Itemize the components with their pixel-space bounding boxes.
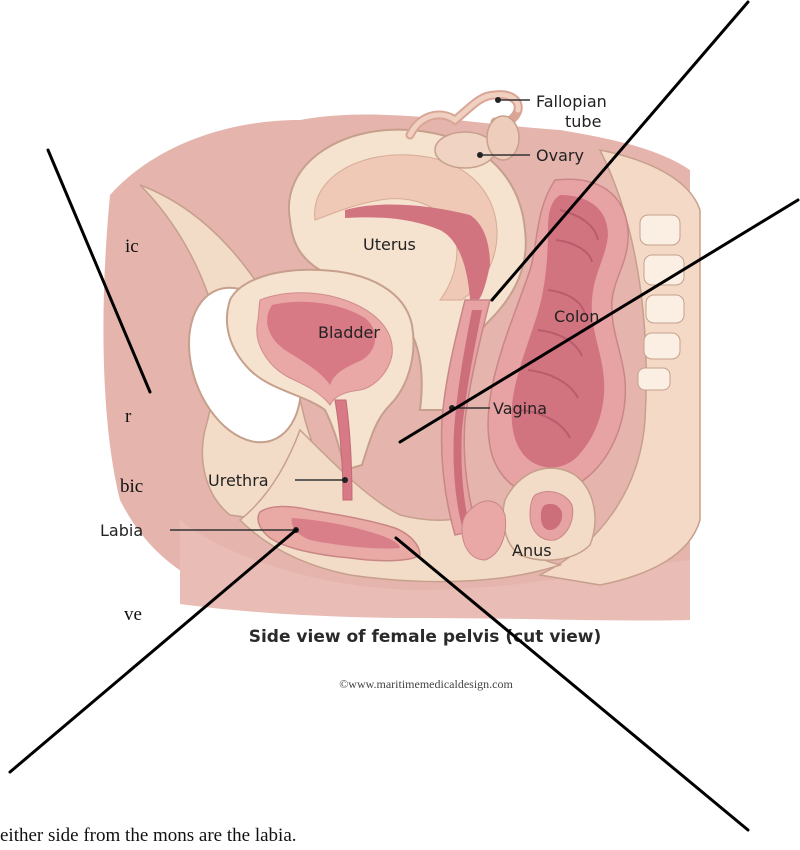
left-text-fragment-4: ve — [124, 604, 142, 625]
left-text-fragment-2: r — [125, 406, 132, 427]
bottom-caption: either side from the mons are the labia. — [0, 825, 297, 846]
label-labia: Labia — [100, 521, 143, 540]
label-urethra: Urethra — [208, 471, 269, 490]
label-anus: Anus — [512, 541, 552, 560]
label-fallopian-tube-1: Fallopian — [536, 92, 607, 111]
label-fallopian-tube-2: tube — [565, 112, 601, 131]
dot-ovary — [477, 152, 483, 158]
left-text-fragment-3: bic — [120, 476, 143, 497]
dot-fallopian — [495, 97, 501, 103]
dot-urethra — [342, 477, 348, 483]
left-text-fragment-1: ic — [125, 236, 139, 257]
annotation-line-bottom-left — [10, 530, 296, 772]
label-bladder: Bladder — [318, 323, 380, 342]
diagram-title: Side view of female pelvis (cut view) — [249, 627, 602, 647]
label-vagina: Vagina — [493, 399, 547, 418]
label-colon: Colon — [554, 307, 599, 326]
label-uterus: Uterus — [363, 235, 416, 254]
diagram-credit: ©www.maritimemedicaldesign.com — [339, 677, 513, 691]
label-ovary: Ovary — [536, 146, 584, 165]
